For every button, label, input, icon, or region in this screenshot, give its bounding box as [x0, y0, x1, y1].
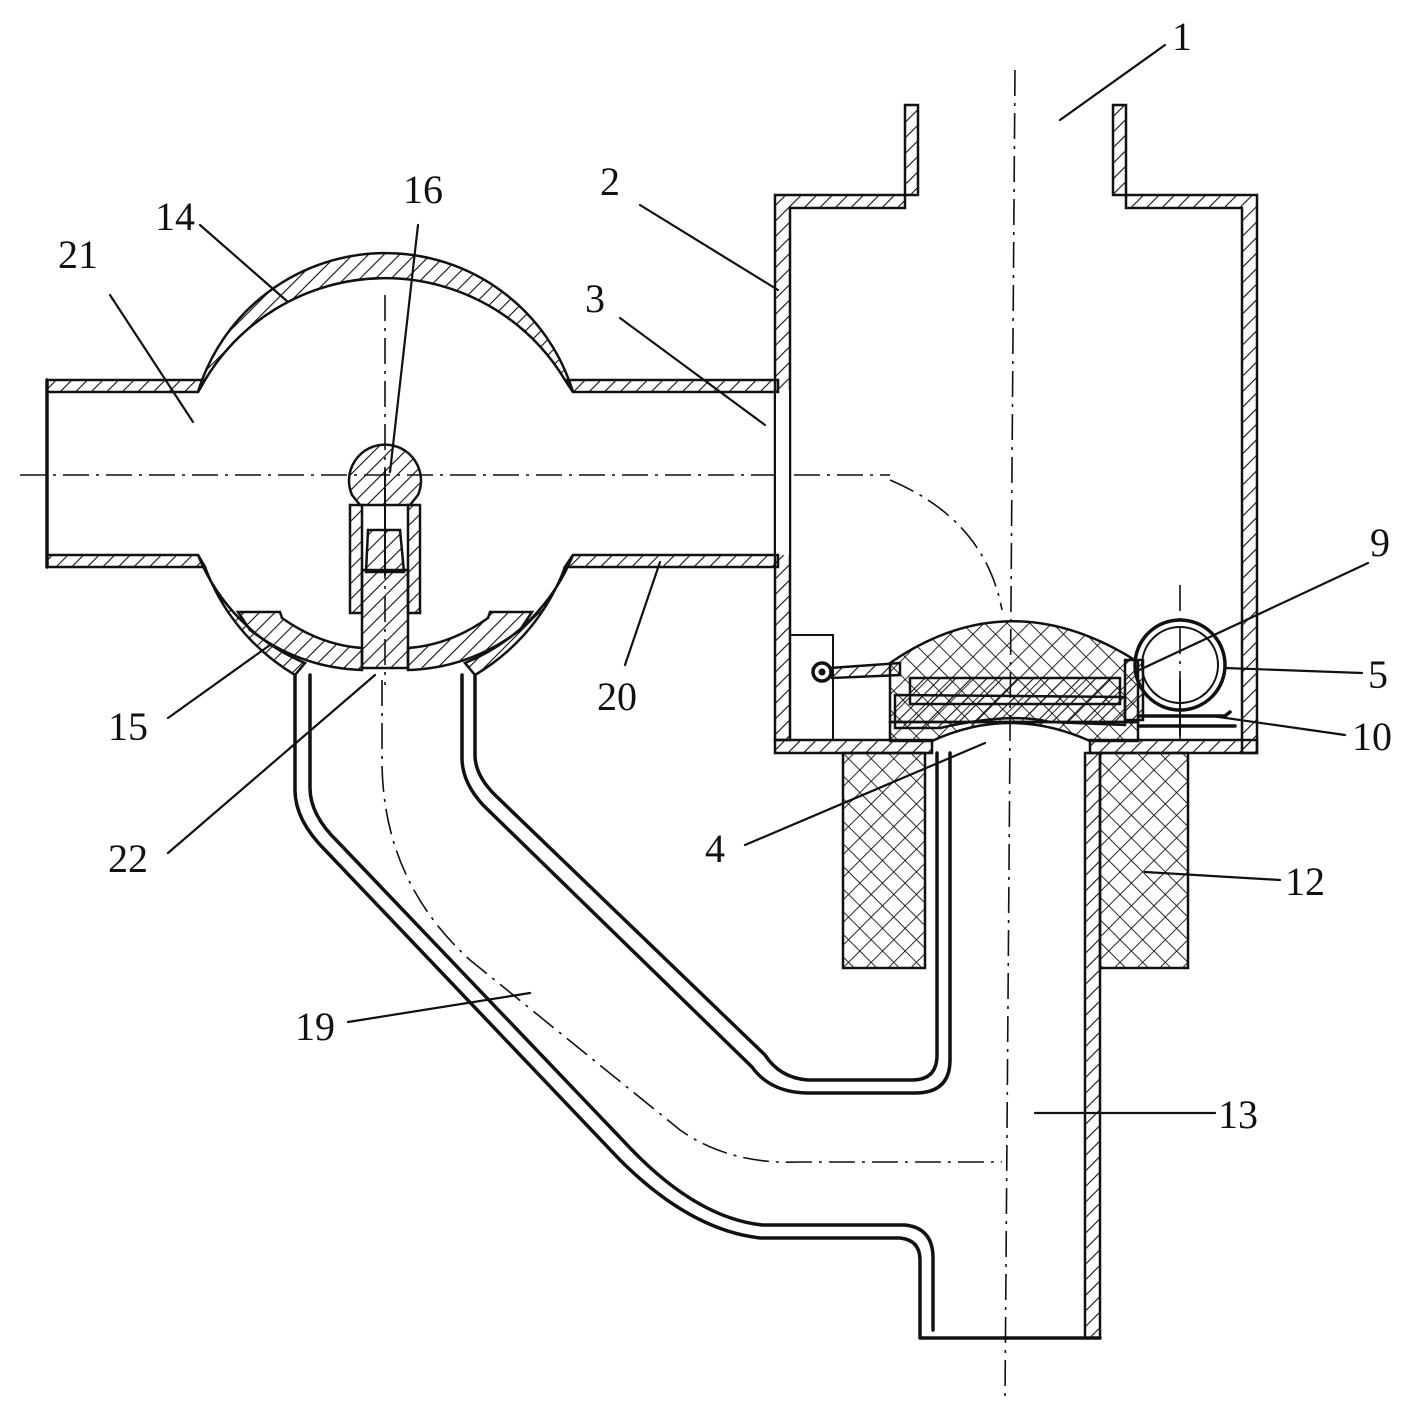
label-21: 21 [58, 232, 98, 277]
leader-9 [1133, 561, 1370, 674]
leader-15 [166, 643, 272, 720]
leader-22 [166, 673, 377, 855]
leader-2 [638, 203, 780, 292]
label-5: 5 [1368, 652, 1388, 697]
label-19: 19 [295, 1004, 335, 1049]
leader-14 [198, 223, 290, 304]
outlet-pipe [1083, 751, 1102, 1340]
elbow-centre-line [889, 479, 1003, 611]
label-4: 4 [705, 826, 725, 871]
label-20: 20 [597, 674, 637, 719]
label-10: 10 [1352, 714, 1392, 759]
label-15: 15 [108, 704, 148, 749]
label-14: 14 [155, 194, 195, 239]
vertical-centre-line [1004, 69, 1016, 1401]
tank-housing [773, 193, 1259, 755]
leader-12 [1143, 870, 1282, 882]
leader-3 [618, 316, 767, 427]
leader-10 [1210, 714, 1347, 737]
top-inlet-pipe [903, 103, 1128, 197]
valve-body-sphere [196, 251, 575, 677]
leader-1 [1058, 43, 1167, 122]
valve-seat [235, 610, 535, 672]
leader-16 [388, 223, 420, 474]
pipe-19-centre-line [381, 680, 1002, 1164]
leader-4 [743, 741, 987, 847]
label-22: 22 [108, 836, 148, 881]
label-2: 2 [600, 159, 620, 204]
leader-20 [623, 560, 662, 667]
leader-lines [108, 43, 1370, 1115]
insulation-blocks [841, 751, 1190, 970]
leader-19 [346, 991, 532, 1024]
label-1: 1 [1172, 14, 1192, 59]
bypass-pipe [293, 673, 1102, 1340]
leader-5 [1223, 666, 1364, 675]
part-labels: 1 2 3 4 5 9 10 12 13 14 15 16 19 20 21 2… [58, 14, 1392, 1137]
label-16: 16 [403, 167, 443, 212]
left-inlet-pipe [45, 378, 208, 569]
label-3: 3 [585, 276, 605, 321]
connecting-pipe [562, 378, 780, 569]
label-9: 9 [1370, 520, 1390, 565]
label-12: 12 [1285, 859, 1325, 904]
centre-lines [20, 69, 1181, 1401]
label-13: 13 [1218, 1092, 1258, 1137]
ball-valve-stem [347, 443, 423, 670]
leader-21 [108, 293, 195, 424]
float-valve-assembly [789, 618, 1237, 743]
